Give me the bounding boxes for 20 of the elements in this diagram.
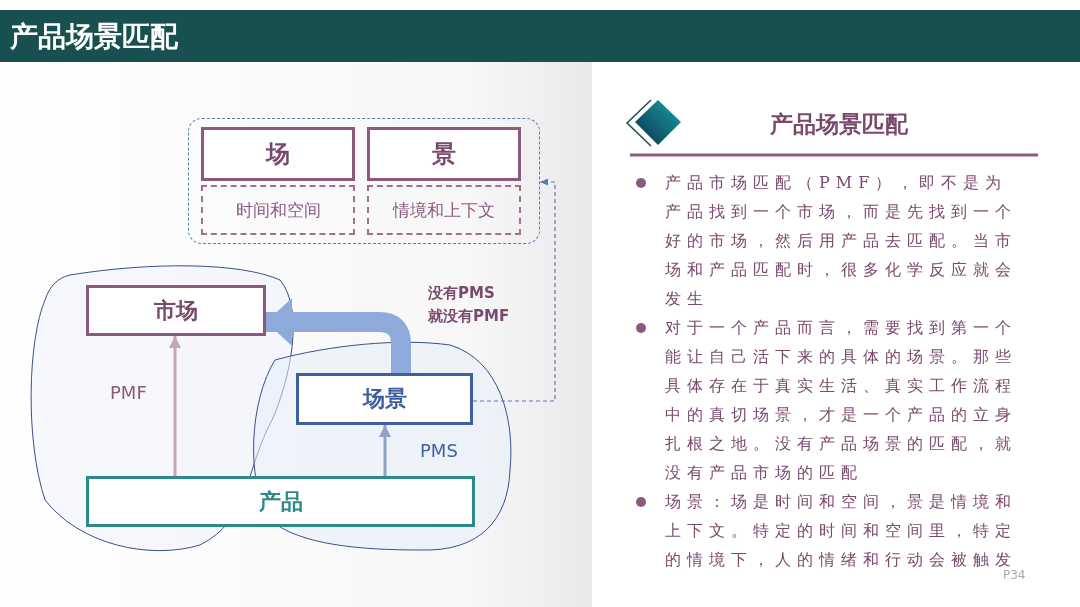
- process-box: 市场: [86, 285, 266, 336]
- page-number: P34: [1003, 568, 1026, 582]
- process-box: 产品: [86, 476, 475, 527]
- bullet-text: 对于一个产品而言，需要找到第一个能让自己活下来的具体的场景。那些具体存在于真实生活、真实工作流程中的真切场景，才是一个产品的立身扎根之地。没有产品场景的匹配，就没有产品市场的匹配: [665, 317, 1018, 484]
- bullet-text: 产品市场匹配（PMF），即不是为产品找到一个市场，而是先找到一个好的市场，然后用产品去匹配。当市场和产品匹配时，很多化学反应就会发生: [665, 172, 1018, 310]
- page-title: 产品场景匹配: [10, 19, 178, 55]
- arrow: [472, 178, 556, 402]
- edge-label: PMF: [110, 382, 147, 403]
- heading-box: 景: [367, 127, 521, 181]
- dashed-text-box: 时间和空间: [201, 185, 355, 235]
- bullet-text: 场景：场是时间和空间，景是情境和上下文。特定的时间和空间里，特定的情境下，人的情绪和行动会被触发: [665, 491, 1018, 570]
- edge-label: 没有PMS就没有PMF: [428, 283, 510, 327]
- heading-box: 场: [201, 127, 355, 181]
- edge-label: PMS: [420, 440, 458, 461]
- dashed-group-box: [188, 118, 540, 244]
- process-box: 场景: [296, 373, 473, 425]
- arrow: [379, 425, 391, 476]
- arrow: [169, 336, 181, 476]
- dashed-text-box: 情境和上下文: [367, 185, 521, 235]
- panel-heading: 产品场景匹配: [770, 110, 908, 139]
